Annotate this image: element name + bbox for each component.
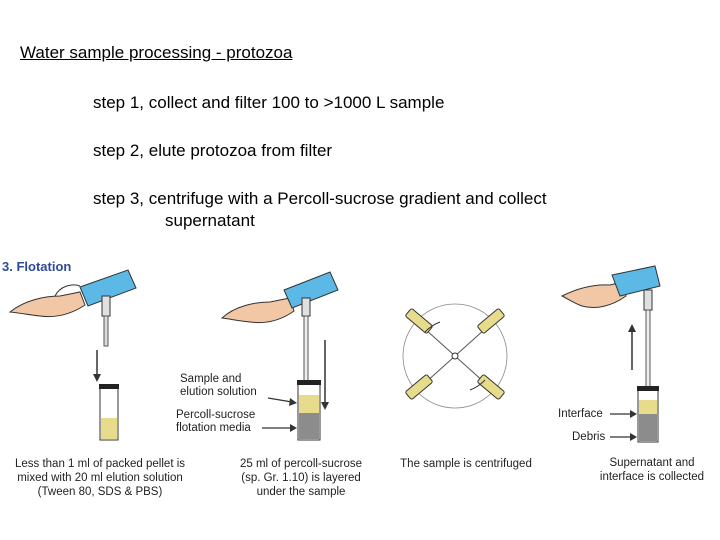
tube-icon bbox=[297, 380, 321, 441]
label-arrows bbox=[610, 410, 637, 441]
down-arrow-icon bbox=[93, 350, 101, 382]
pipette-icon bbox=[611, 265, 661, 411]
panel-2-graphic bbox=[220, 271, 339, 441]
rotor-tube-icon bbox=[477, 308, 505, 334]
tube-icon bbox=[99, 384, 119, 441]
step-1-text: step 1, collect and filter 100 to >1000 … bbox=[93, 93, 445, 112]
sample-elution-label-line1: Sample and bbox=[180, 373, 242, 385]
panel-2-caption: 25 ml of percoll-sucrose (sp. Gr. 1.10) … bbox=[222, 457, 380, 499]
step-3-text-line1: step 3, centrifuge with a Percoll-sucros… bbox=[93, 189, 547, 208]
percoll-media-label-line1: Percoll-sucrose bbox=[176, 409, 256, 421]
tube-icon bbox=[637, 386, 659, 443]
hand-icon bbox=[560, 281, 627, 309]
rotor-tube-icon bbox=[477, 374, 505, 400]
panel-2-caption-line3: under the sample bbox=[256, 486, 346, 498]
panel-2-caption-line1: 25 ml of percoll-sucrose bbox=[239, 458, 363, 470]
panel-4-graphic bbox=[560, 265, 661, 443]
rotor-tube-icon bbox=[405, 308, 433, 334]
percoll-media-label: Percoll-sucrose flotation media bbox=[176, 409, 255, 435]
step-3-text-line2: supernatant bbox=[165, 211, 255, 230]
panel-3-caption: The sample is centrifuged bbox=[390, 457, 542, 471]
panel-1-caption-line1: Less than 1 ml of packed pellet is bbox=[14, 458, 186, 470]
sample-elution-label-line2: elution solution bbox=[180, 386, 257, 398]
panel-1-caption-line3: (Tween 80, SDS & PBS) bbox=[37, 486, 163, 498]
slide-title: Water sample processing - protozoa bbox=[20, 43, 293, 62]
step-3: step 3, centrifuge with a Percoll-sucros… bbox=[93, 188, 547, 232]
rotor-tube-icon bbox=[405, 374, 433, 400]
hand-icon bbox=[8, 284, 86, 318]
panel-3-graphic bbox=[402, 303, 508, 409]
panel-2-caption-line2: (sp. Gr. 1.10) is layered bbox=[241, 472, 361, 484]
percoll-media-label-line2: flotation media bbox=[176, 422, 251, 434]
interface-label: Interface bbox=[558, 408, 603, 420]
flotation-label: 3. Flotation bbox=[2, 259, 72, 274]
up-arrow-icon bbox=[628, 324, 636, 370]
panel-1-graphic bbox=[8, 269, 137, 441]
pipette-icon bbox=[79, 269, 137, 347]
panel-4-caption-line1: Supernatant and bbox=[609, 457, 695, 469]
down-arrow-icon bbox=[321, 340, 329, 410]
panel-1-caption: Less than 1 ml of packed pellet is mixed… bbox=[2, 457, 198, 499]
sample-elution-label: Sample and elution solution bbox=[180, 373, 257, 399]
panel-4-caption: Supernatant and interface is collected bbox=[588, 456, 716, 484]
panel-3-caption-line1: The sample is centrifuged bbox=[400, 458, 532, 470]
panel-1-caption-line2: mixed with 20 ml elution solution bbox=[17, 472, 183, 484]
debris-label: Debris bbox=[572, 431, 606, 443]
panel-4-caption-line2: interface is collected bbox=[599, 471, 705, 483]
step-2: step 2, elute protozoa from filter bbox=[93, 140, 332, 162]
pipette-icon bbox=[283, 271, 339, 425]
hand-icon bbox=[220, 297, 295, 324]
step-2-text: step 2, elute protozoa from filter bbox=[93, 141, 333, 160]
label-arrows bbox=[262, 397, 297, 432]
step-1: step 1, collect and filter 100 to >1000 … bbox=[93, 92, 444, 114]
